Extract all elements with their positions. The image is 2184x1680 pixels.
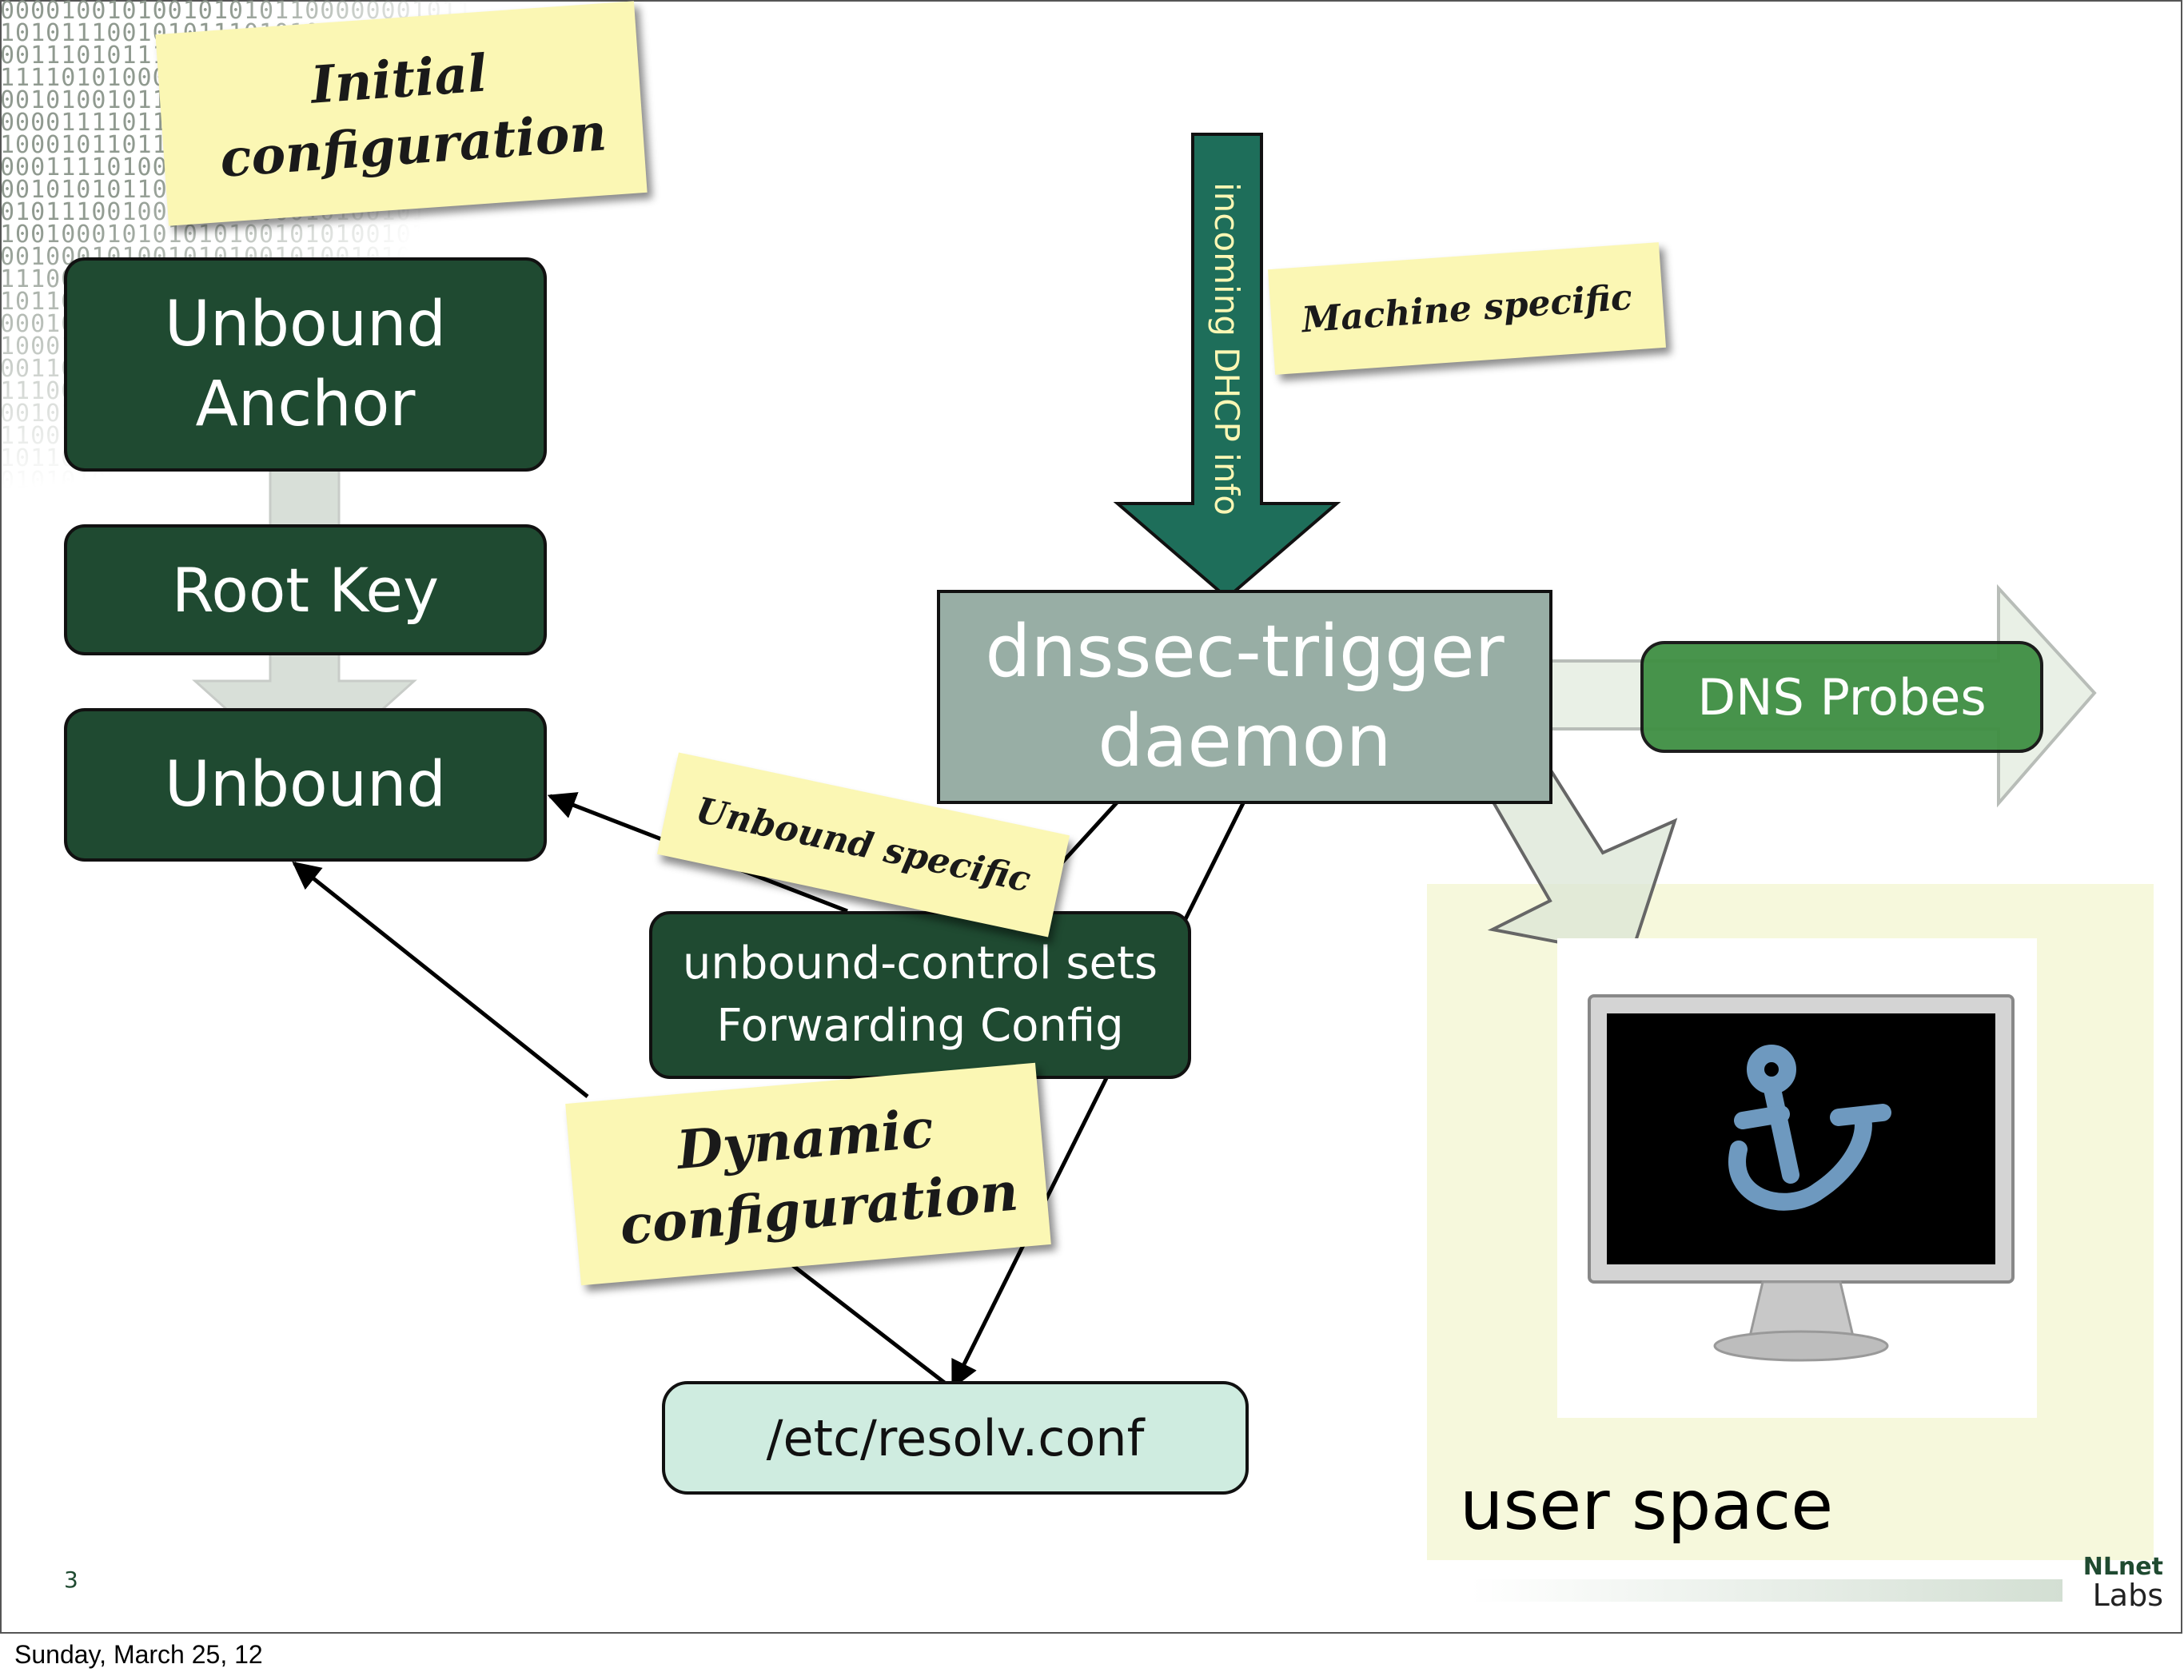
box-root-key: Root Key <box>64 524 547 655</box>
user-space-label: user space <box>1460 1466 1834 1546</box>
control-line2: Forwarding Config <box>716 1000 1124 1052</box>
footer-date: Sunday, March 25, 12 <box>14 1640 263 1669</box>
daemon-line1: dnssec-trigger <box>985 610 1504 694</box>
box-unbound-anchor: Unbound Anchor <box>64 257 547 472</box>
box-resolv-conf: /etc/resolv.conf <box>662 1381 1249 1495</box>
logo-line1: NLnet <box>2082 1553 2163 1581</box>
box-dns-probes: DNS Probes <box>1640 641 2043 753</box>
dhcp-arrow-label: incoming DHCP info <box>1207 182 1246 516</box>
connector-dynamic-to-resolv <box>790 1263 951 1388</box>
box-unbound-anchor-line1: Unbound <box>164 289 447 360</box>
connector-daemon-to-resolv <box>951 802 1245 1390</box>
anchor-icon <box>1728 1045 1891 1211</box>
control-line1: unbound-control sets <box>682 938 1158 989</box>
box-unbound-control: unbound-control sets Forwarding Config <box>649 911 1191 1079</box>
page-number: 3 <box>64 1567 78 1593</box>
logo-binary-strip <box>1471 1579 2062 1602</box>
note-initial-configuration: Initial configuration <box>155 1 648 226</box>
box-dnssec-trigger-daemon: dnssec-trigger daemon <box>937 590 1552 804</box>
monitor-with-anchor-icon <box>1557 938 2037 1418</box>
nlnet-labs-logo: NLnet Labs <box>2070 1553 2163 1613</box>
daemon-line2: daemon <box>1098 699 1392 783</box>
box-unbound-anchor-line2: Anchor <box>195 368 416 440</box>
logo-line2: Labs <box>2092 1578 2163 1613</box>
connector-dynamic-to-unbound <box>292 861 589 1098</box>
box-unbound: Unbound <box>64 708 547 862</box>
dhcp-arrow <box>1113 133 1341 600</box>
